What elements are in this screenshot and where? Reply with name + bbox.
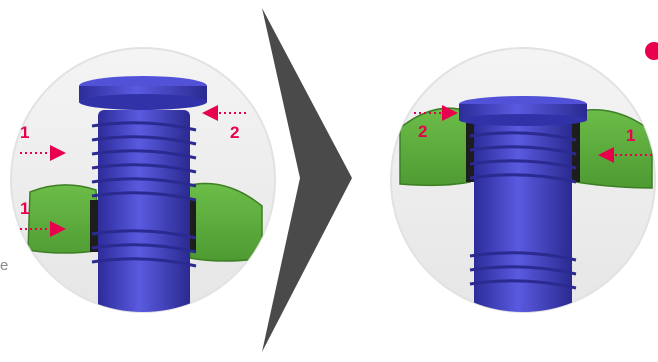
right-label-2: 2: [418, 122, 427, 141]
left-panel: [11, 48, 275, 340]
right-screw-body: [474, 118, 572, 348]
left-label-1-bottom: 1: [20, 199, 29, 218]
left-label-2: 2: [230, 123, 239, 142]
record-dot-icon: [645, 42, 658, 60]
right-panel: [391, 48, 655, 348]
left-screw-body: [98, 110, 190, 340]
right-label-1: 1: [626, 126, 635, 145]
left-label-1-top: 1: [20, 123, 29, 142]
edge-text: e: [0, 257, 8, 274]
